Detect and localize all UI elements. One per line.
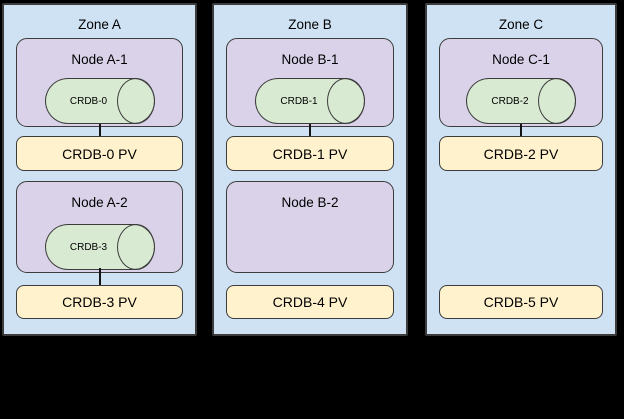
- pod-crdb-2-label: CRDB-2: [491, 95, 529, 107]
- pv-crdb-1-label: CRDB-1 PV: [272, 145, 348, 162]
- node-a-2-label: Node A-2: [71, 195, 128, 210]
- pod-crdb-2: CRDB-2: [466, 78, 576, 124]
- connector-crdb-2-to-pv: [520, 124, 522, 137]
- node-c-1-label: Node C-1: [492, 52, 550, 67]
- pod-crdb-1-label: CRDB-1: [280, 95, 318, 107]
- node-b-2: Node B-2: [226, 181, 394, 273]
- pv-crdb-3: CRDB-3 PV: [16, 285, 183, 319]
- pod-crdb-0-label: CRDB-0: [69, 95, 108, 107]
- pv-crdb-0: CRDB-0 PV: [16, 136, 183, 171]
- pv-crdb-2: CRDB-2 PV: [439, 136, 603, 171]
- node-b-1: Node B-1 CRDB-1: [226, 38, 394, 127]
- node-a-1: Node A-1 CRDB-0: [16, 38, 183, 127]
- connector-crdb-0-to-pv: [98, 124, 101, 137]
- zone-a: Zone A Node A-1 CRDB-0 CRDB-0 PV Node A-…: [2, 3, 197, 336]
- connector-crdb-3-to-pv: [98, 268, 101, 286]
- zone-b: Zone B Node B-1 CRDB-1 CRDB-1 PV Node B-…: [212, 3, 408, 336]
- pv-crdb-3-label: CRDB-3 PV: [62, 294, 137, 310]
- pod-crdb-1: CRDB-1: [255, 78, 365, 124]
- pv-crdb-5: CRDB-5 PV: [439, 285, 603, 319]
- pv-crdb-4-label: CRDB-4 PV: [272, 294, 348, 310]
- pv-crdb-2-label: CRDB-2 PV: [483, 145, 559, 162]
- pv-crdb-1: CRDB-1 PV: [226, 136, 394, 171]
- node-b-1-label: Node B-1: [281, 52, 339, 67]
- cylinder-end-ellipse: [116, 78, 155, 124]
- zone-b-label: Zone B: [288, 17, 332, 32]
- pv-crdb-0-label: CRDB-0 PV: [62, 145, 137, 162]
- cylinder-end-ellipse: [538, 78, 576, 124]
- pv-crdb-4: CRDB-4 PV: [226, 285, 394, 319]
- node-b-2-label: Node B-2: [281, 195, 339, 210]
- node-a-2: Node A-2 CRDB-3: [16, 181, 183, 273]
- cylinder-end-ellipse: [327, 78, 365, 124]
- node-a-1-label: Node A-1: [71, 52, 128, 67]
- pod-crdb-0: CRDB-0: [44, 78, 155, 124]
- node-c-1: Node C-1 CRDB-2: [439, 38, 603, 127]
- connector-crdb-1-to-pv: [309, 124, 311, 137]
- zone-a-label: Zone A: [78, 17, 121, 32]
- pv-crdb-5-label: CRDB-5 PV: [483, 294, 559, 310]
- pod-crdb-3: CRDB-3: [44, 224, 155, 270]
- zone-c: Zone C Node C-1 CRDB-2 CRDB-2 PV CRDB-5 …: [425, 3, 617, 336]
- cylinder-end-ellipse: [116, 224, 155, 270]
- pod-crdb-3-label: CRDB-3: [69, 241, 108, 253]
- zone-c-label: Zone C: [498, 17, 544, 32]
